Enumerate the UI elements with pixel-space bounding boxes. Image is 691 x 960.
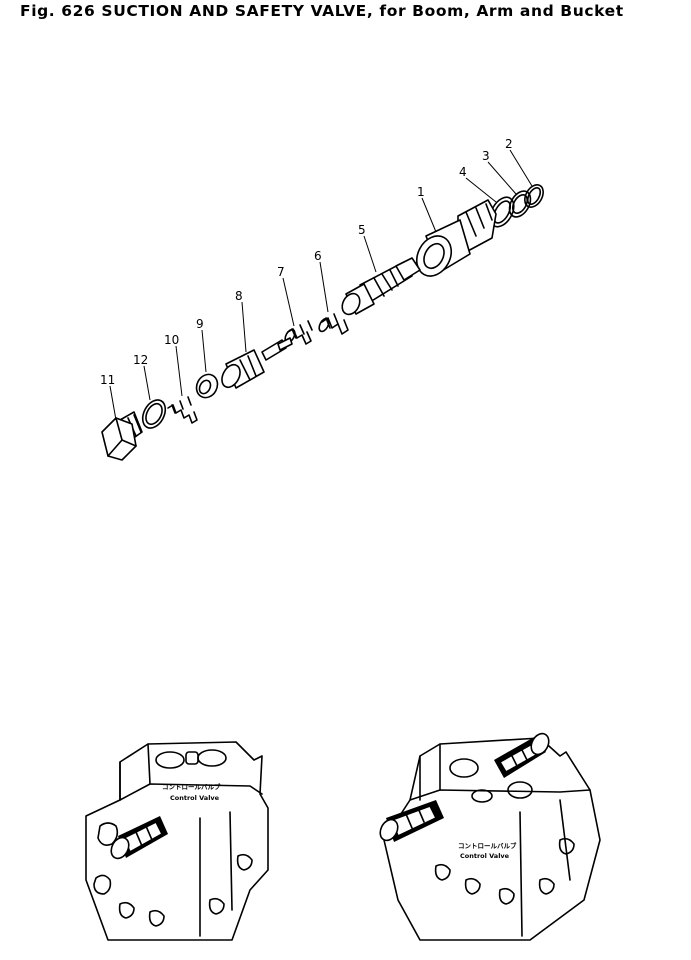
part-label-11: 11 xyxy=(100,373,115,387)
part-6-spring xyxy=(318,313,349,335)
part-12-o-ring xyxy=(141,399,167,429)
part-label-8: 8 xyxy=(235,289,243,303)
part-label-10: 10 xyxy=(164,333,179,347)
part-label-4: 4 xyxy=(459,165,467,179)
part-label-7: 7 xyxy=(277,265,285,279)
part-label-6: 6 xyxy=(314,249,322,263)
caption-jp-right: コントロールバルブ xyxy=(458,841,517,850)
part-label-5: 5 xyxy=(358,223,366,237)
part-label-12: 12 xyxy=(133,353,148,367)
part-label-9: 9 xyxy=(196,317,204,331)
part-1-sleeve xyxy=(415,199,497,277)
caption-jp-left: コントロールバルブ xyxy=(162,782,221,791)
part-label-2: 2 xyxy=(505,137,513,151)
part-labels: 1 2 3 4 5 6 7 8 9 10 11 12 xyxy=(100,137,513,387)
figure-title: Fig. 626 SUCTION AND SAFETY VALVE, for B… xyxy=(20,2,624,20)
part-label-3: 3 xyxy=(482,149,490,163)
caption-en-right: Control Valve xyxy=(460,852,510,860)
part-8-piston xyxy=(221,337,293,389)
part-11-plug xyxy=(101,411,143,461)
control-valve-view-right: コントロールバルブ Control Valve xyxy=(379,732,601,941)
part-5-valve xyxy=(341,257,421,316)
control-valve-view-left: コントロールバルブ Control Valve xyxy=(85,741,269,941)
part-10-spring xyxy=(167,396,198,424)
part-label-1: 1 xyxy=(417,185,425,199)
caption-en-left: Control Valve xyxy=(170,794,220,802)
part-9-nut xyxy=(195,373,219,399)
leader-lines xyxy=(109,149,533,421)
